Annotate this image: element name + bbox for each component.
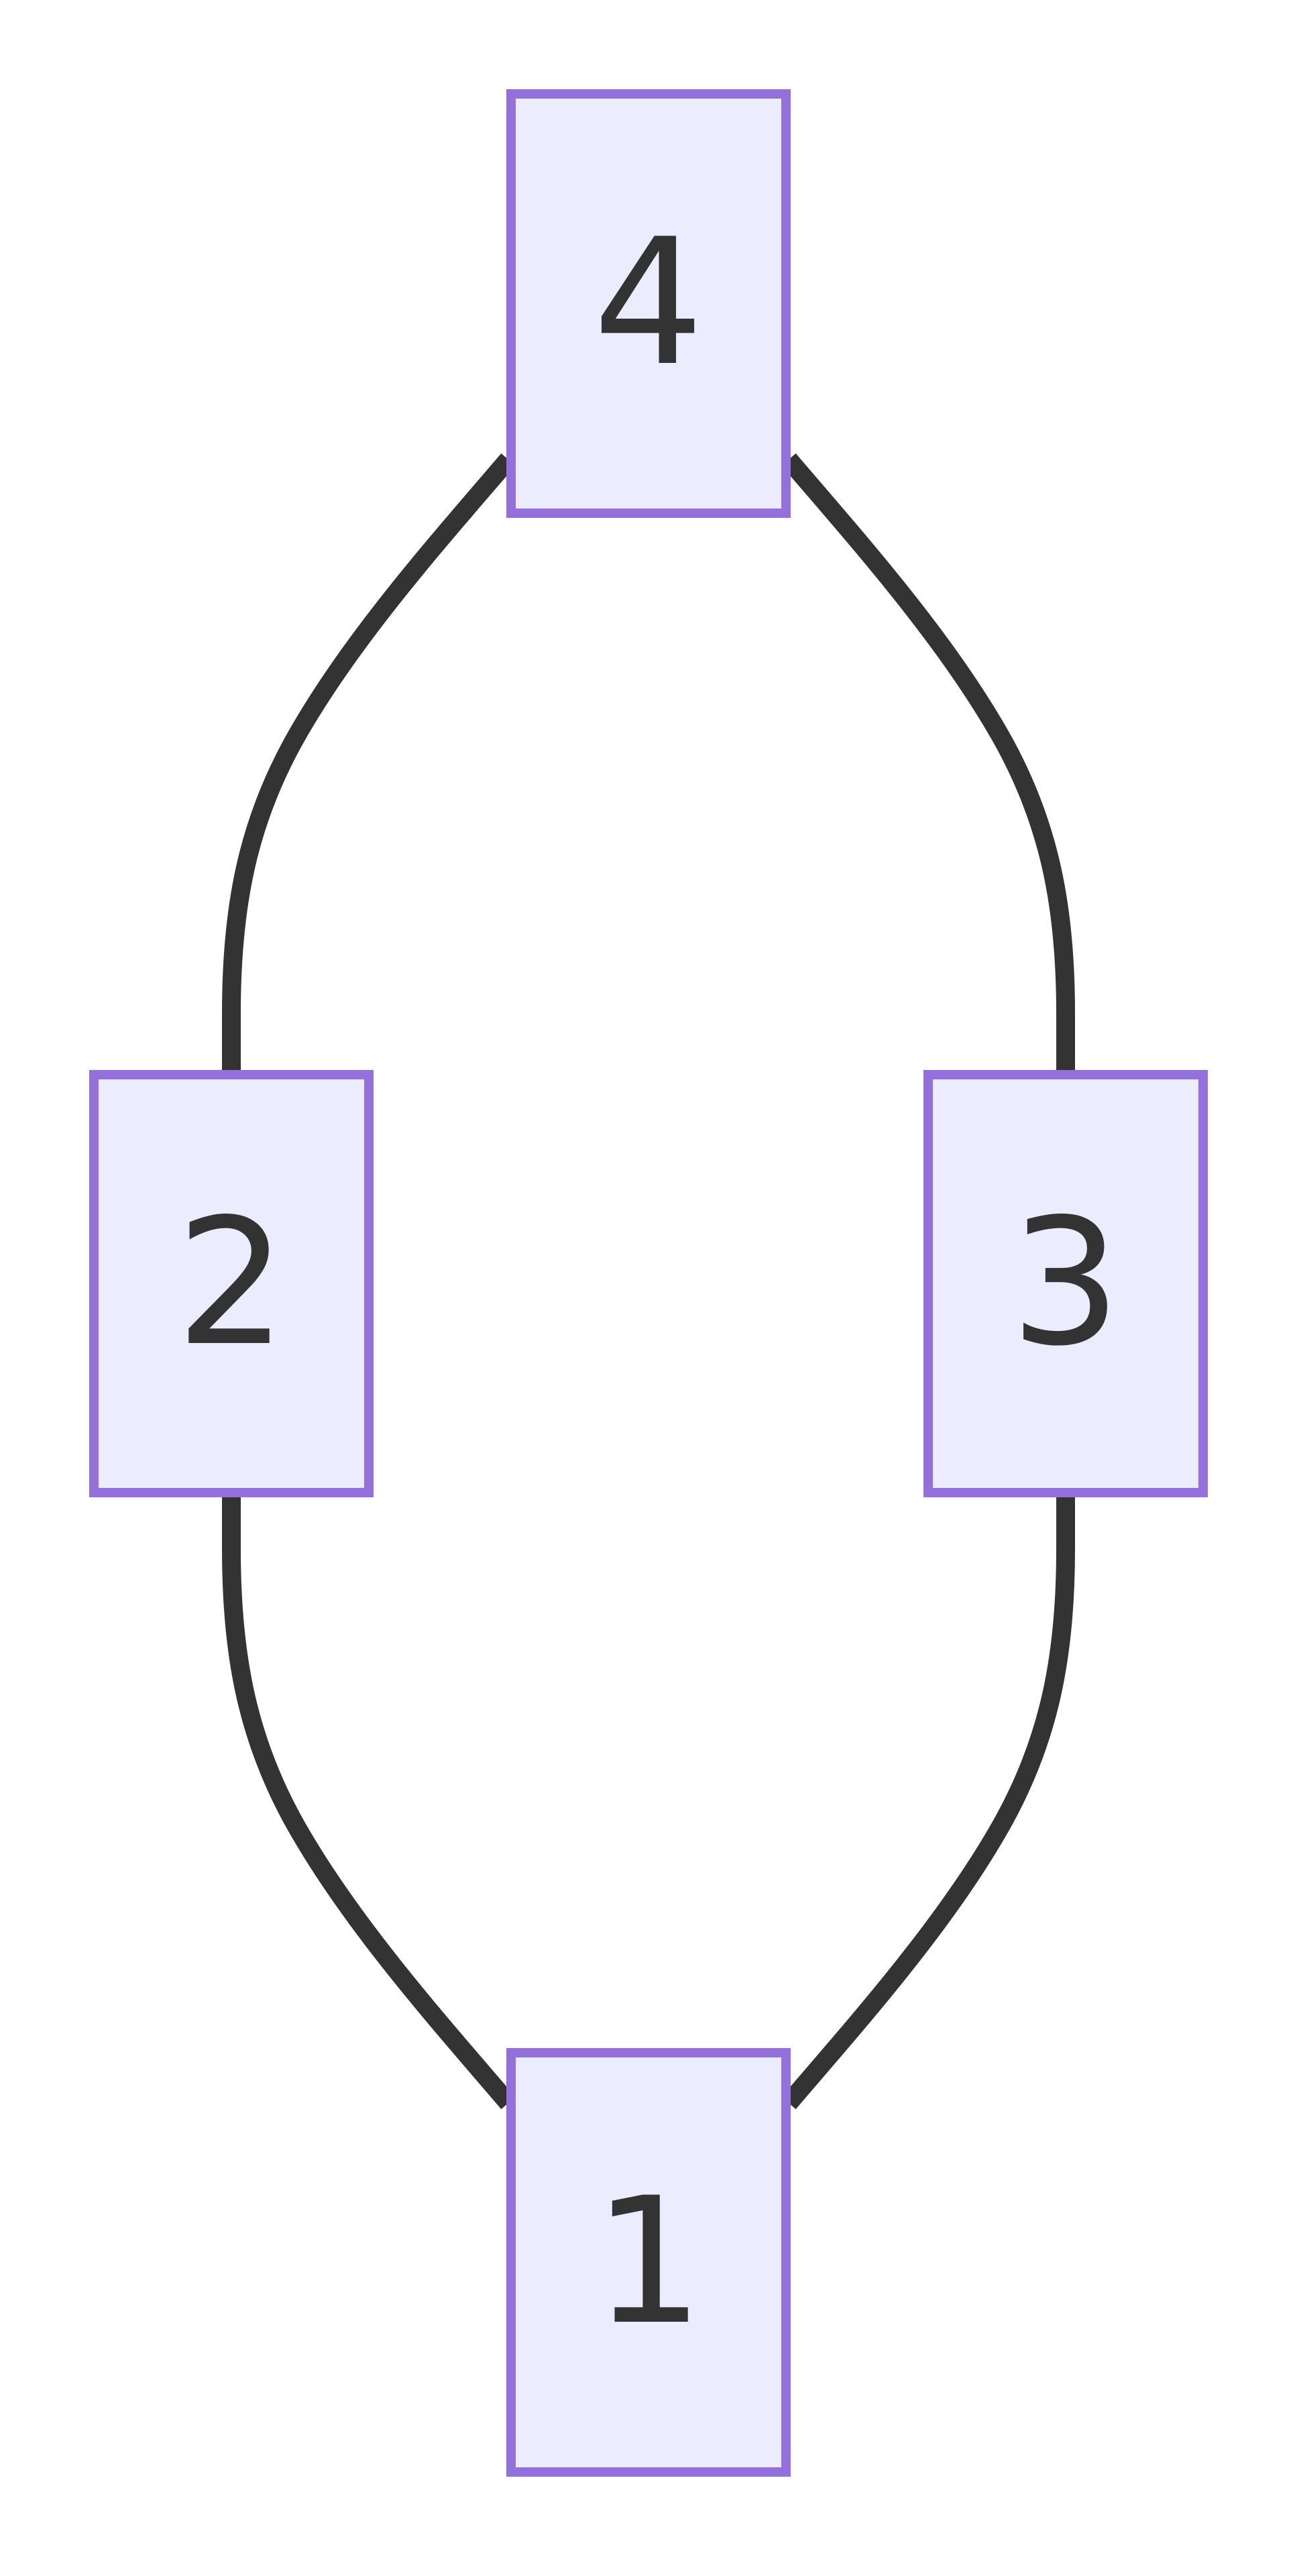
edge-4-2: [222, 453, 516, 1075]
edge-4-3: [781, 453, 1075, 1075]
edge-2-1: [222, 1493, 516, 2110]
node-1: 1: [506, 2048, 791, 2477]
node-1-label: 1: [593, 2161, 703, 2363]
node-2-box: [89, 1070, 374, 1497]
node-3-label: 3: [1010, 1182, 1121, 1385]
node-4-box: [506, 89, 791, 518]
node-4: 4: [506, 89, 791, 518]
edge-3-1: [781, 1493, 1075, 2110]
node-3: 3: [923, 1070, 1208, 1497]
node-1-box: [506, 2048, 791, 2477]
node-2: 2: [89, 1070, 374, 1497]
node-2-label: 2: [176, 1182, 286, 1385]
node-4-label: 4: [593, 202, 703, 405]
edges: [222, 453, 1075, 2110]
node-3-box: [923, 1070, 1208, 1497]
